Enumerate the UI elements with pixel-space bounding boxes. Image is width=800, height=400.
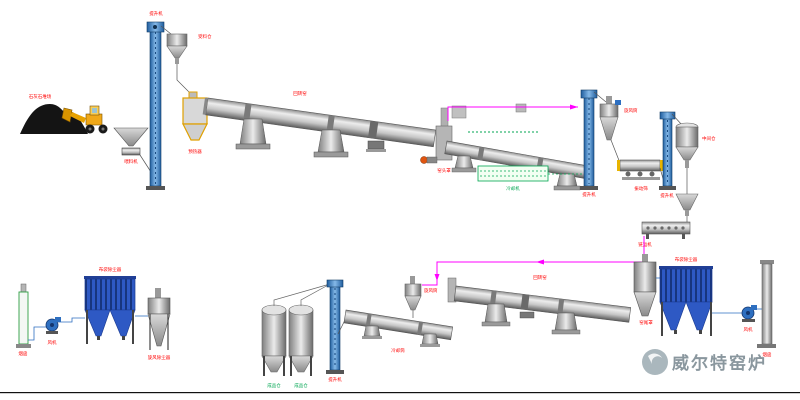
stockpile-label: 石灰石堆场 [29, 93, 52, 100]
mill-label: 冷却筒 [391, 347, 405, 354]
preheater: 预热器 [182, 91, 208, 155]
cyclone-left: 旋风除尘器 [147, 288, 171, 361]
cooler: 冷却机 [444, 140, 592, 192]
product-silo-2: 成品仓 [288, 304, 314, 389]
top-bin-label: 受料仓 [198, 33, 212, 40]
rotary-kiln-2: 回转窑 [447, 274, 632, 335]
cyclone-mid: 旋风筒 [404, 276, 438, 318]
bottom-border [0, 392, 800, 394]
baghouse-left-label: 布袋除尘器 [99, 266, 122, 273]
bucket-elevator-3: 提升机 [659, 111, 676, 199]
bucket-elevator-2: 提升机 [580, 89, 598, 198]
top-receiving-bin: 受料仓 [160, 25, 212, 97]
transfer-pipe-magenta [422, 236, 645, 286]
bin-top-label: 中间仓 [702, 135, 716, 142]
stack-left: 烟囱 [16, 283, 31, 357]
watermark: 威尔特窑炉 [642, 349, 767, 375]
screen-unit: 振动筛 [617, 159, 665, 192]
chain-conveyor-label: 链运机 [638, 241, 652, 248]
feed-hopper: 喂料机 [113, 127, 152, 173]
kiln2-label: 回转窑 [533, 274, 547, 281]
discharge-funnel [675, 193, 699, 222]
elevator3-label: 提升机 [660, 192, 674, 199]
bucket-elevator-1: 提升机 [146, 10, 165, 190]
baghouse-right: 布袋除尘器 [659, 256, 713, 336]
watermark-logo-icon [642, 349, 668, 375]
fan-left: 风机 [28, 317, 85, 346]
cyclone-mid-label: 旋风筒 [424, 287, 438, 294]
fan-left-label: 风机 [48, 339, 57, 346]
chain-conveyor: 链运机 [638, 221, 691, 248]
cyclone-top-label: 旋风筒 [624, 107, 638, 114]
cyclone-top: 旋风筒 [593, 91, 638, 164]
silo1-label: 成品仓 [267, 382, 281, 389]
kiln2-end-hood: 窑尾罩 [633, 254, 660, 326]
elevator2-label: 提升机 [582, 191, 596, 198]
screen-label: 振动筛 [634, 185, 648, 192]
baghouse-left: 布袋除尘器 [84, 266, 148, 344]
fan-right-label: 风机 [744, 326, 753, 333]
preheater-label: 预热器 [188, 148, 202, 155]
stack-right-label: 烟囱 [763, 351, 772, 358]
cyclone-left-label: 旋风除尘器 [148, 354, 171, 361]
elevator1-label: 提升机 [149, 10, 163, 17]
fan-right: 风机 [712, 305, 762, 333]
wheel-loader [61, 105, 108, 134]
stockpile: 石灰石堆场 [20, 93, 88, 134]
kiln-head-label: 窑头罩 [437, 167, 451, 174]
kiln2-end-label: 窑尾罩 [639, 319, 653, 326]
rotary-kiln-1: 回转窑 [202, 90, 437, 158]
kiln1-label: 回转窑 [293, 90, 307, 97]
cooler-label: 冷却机 [506, 185, 520, 192]
product-silo-1: 成品仓 [261, 304, 287, 389]
stack-right: 烟囱 [757, 260, 776, 358]
watermark-text: 威尔特窑炉 [672, 353, 767, 374]
baghouse-right-label: 布袋除尘器 [675, 256, 698, 263]
stack-left-label: 烟囱 [19, 350, 28, 357]
exhaust-duct-top [447, 103, 578, 133]
cooling-tube: 冷却筒 [337, 309, 454, 354]
intermediate-bin: 中间仓 [671, 113, 716, 194]
feeder-label: 喂料机 [124, 158, 138, 165]
elevator4-label: 提升机 [328, 376, 342, 383]
silo2-label: 成品仓 [294, 382, 308, 389]
bucket-elevator-4: 提升机 [273, 279, 344, 383]
